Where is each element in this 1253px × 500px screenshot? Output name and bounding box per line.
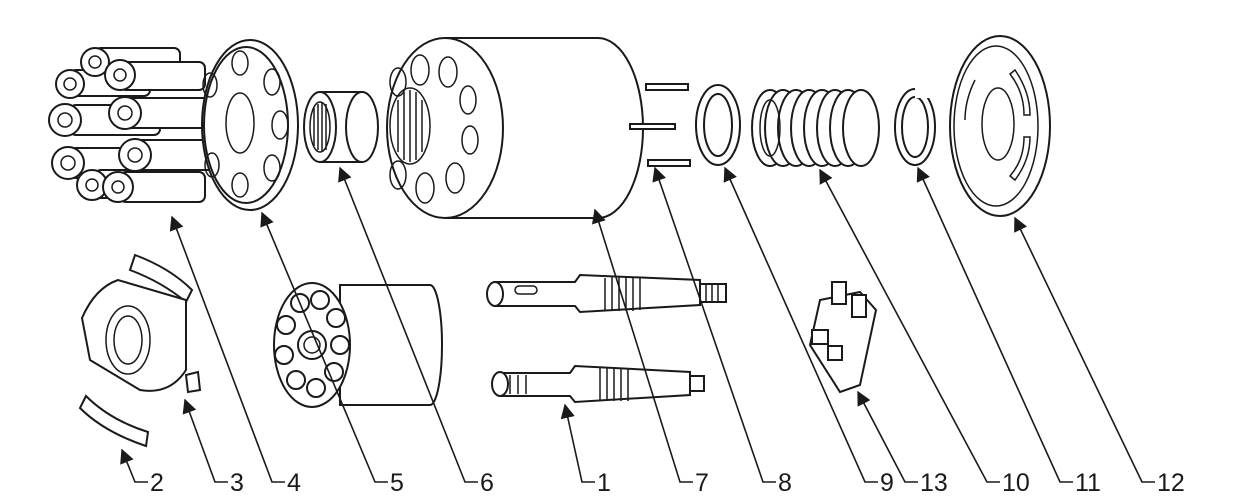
callout-label-1: 1 [597, 469, 611, 497]
callout-label-3: 3 [230, 469, 244, 497]
leader-lines [120, 166, 1155, 483]
cylinder-block [386, 37, 644, 219]
callout-labels: 2 3 4 5 6 1 7 8 9 13 10 11 12 [150, 469, 1185, 497]
snap-ring [894, 86, 936, 166]
callout-label-9: 9 [880, 469, 894, 497]
callout-label-7: 7 [695, 469, 709, 497]
callout-label-4: 4 [287, 469, 301, 497]
washer [695, 84, 741, 166]
callout-label-5: 5 [390, 469, 404, 497]
rotary-group [273, 282, 443, 408]
swash-plate [78, 253, 202, 448]
piston-assembly [48, 39, 299, 211]
servo-valve [808, 281, 878, 394]
callout-label-6: 6 [480, 469, 494, 497]
callout-label-10: 10 [1002, 469, 1030, 497]
callout-label-2: 2 [150, 469, 164, 497]
callout-label-13: 13 [920, 469, 948, 497]
pins [629, 83, 691, 167]
spherical-bushing [303, 91, 379, 163]
callout-label-8: 8 [778, 469, 792, 497]
callout-label-11: 11 [1075, 469, 1101, 497]
spring [751, 89, 880, 167]
drive-shafts [486, 273, 727, 404]
valve-plate [949, 35, 1051, 217]
callout-label-12: 12 [1157, 469, 1185, 497]
